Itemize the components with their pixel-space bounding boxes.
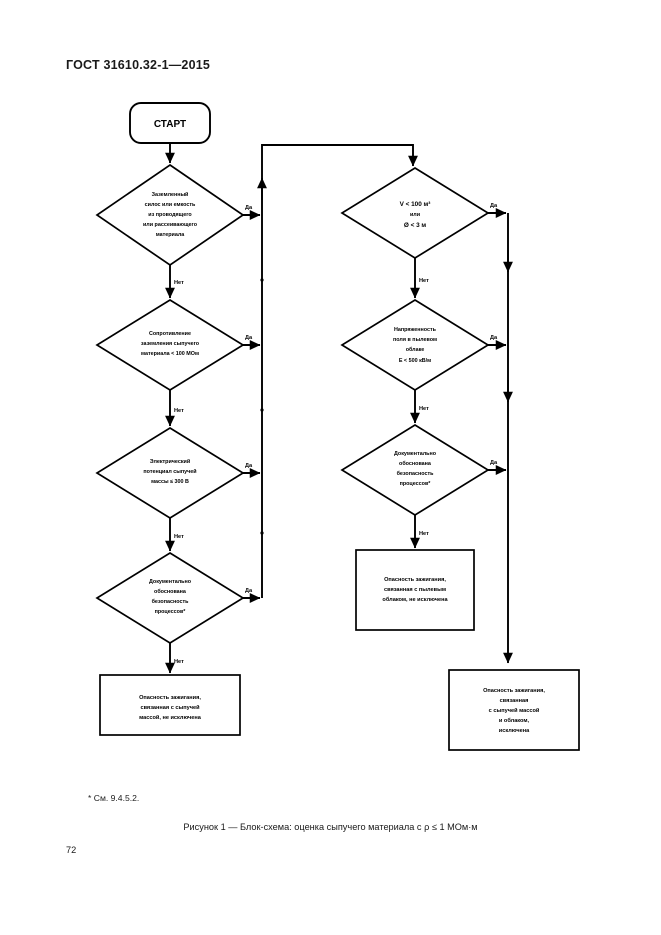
node-d1-line-1: силос или емкость <box>145 202 196 208</box>
node-d3-line-2: массы ≤ 300 В <box>151 479 189 485</box>
edge-label-d5-yes: Да <box>490 203 498 209</box>
node-t2-line-0: Опасность зажигания, <box>384 577 446 583</box>
node-d7-line-3: процессов* <box>400 481 432 487</box>
node-t3-line-0: Опасность зажигания, <box>483 688 545 694</box>
node-t1-terminal: Опасность зажигания, связанная с сыпучей… <box>99 674 241 736</box>
node-t2-line-1: связанная с пылевым <box>384 587 446 593</box>
edge-label-d4-no: Нет <box>174 659 184 665</box>
node-d2-line-0: Сопротивление <box>149 331 191 337</box>
node-d2-line-1: заземления сыпучего <box>141 341 200 347</box>
node-d7-line-1: обоснована <box>399 460 432 467</box>
node-d4-decision: Документально обоснована безопасность пр… <box>95 552 245 644</box>
node-d3-decision: Электрический потенциал сыпучей массы ≤ … <box>95 427 245 519</box>
edge-label-d1-no: Нет <box>174 280 184 286</box>
node-d7-line-0: Документально <box>394 451 437 457</box>
node-d1-line-4: материала <box>156 232 186 238</box>
node-t2-terminal: Опасность зажигания, связанная с пылевым… <box>355 549 475 631</box>
node-t3-line-2: с сыпучей массой <box>489 707 540 714</box>
edge-label-d7-no: Нет <box>419 531 429 537</box>
node-d6-line-0: Напряженность <box>394 327 437 333</box>
node-d6-line-1: поля в пылевом <box>393 337 437 343</box>
node-d4-line-1: обоснована <box>154 588 187 595</box>
edge-label-d1-yes: Да <box>245 205 253 211</box>
edge-label-d2-no: Нет <box>174 408 184 414</box>
node-t3-terminal: Опасность зажигания, связанная с сыпучей… <box>448 669 580 751</box>
node-d5-line-1: или <box>410 212 420 218</box>
node-t2-line-2: облаком, не исключена <box>382 596 448 603</box>
node-d1-line-2: из проводящего <box>148 212 192 218</box>
edge-label-d6-yes: Да <box>490 335 498 341</box>
edge-label-d4-yes: Да <box>245 588 253 594</box>
standard-header: ГОСТ 31610.32-1—2015 <box>66 58 211 72</box>
node-t3-line-4: исключена <box>499 728 530 734</box>
node-d1-decision: Заземленный силос или емкость из проводя… <box>95 163 245 267</box>
edge-left-yes-bus <box>261 144 418 598</box>
node-d7-decision: Документально обоснована безопасность пр… <box>340 424 490 516</box>
node-d7-line-2: безопасность <box>397 470 435 477</box>
node-d4-line-3: процессов* <box>155 609 187 615</box>
node-d5-line-0: V < 100 м³ <box>400 201 431 208</box>
node-d2-decision: Сопротивление заземления сыпучего матери… <box>95 299 245 391</box>
junction-dot-left-2 <box>260 408 264 412</box>
node-d2-line-2: материала < 100 МОм <box>141 351 199 357</box>
edge-label-d2-yes: Да <box>245 335 253 341</box>
edge-label-d5-no: Нет <box>419 278 429 284</box>
junction-dot-left-3 <box>260 531 264 535</box>
edge-label-d3-no: Нет <box>174 534 184 540</box>
node-d3-line-0: Электрический <box>150 458 190 465</box>
node-t3-line-1: связанная <box>500 698 529 704</box>
node-start-label: СТАРТ <box>154 119 186 130</box>
node-d6-decision: Напряженность поля в пылевом облаке E < … <box>340 299 490 391</box>
node-d6-line-3: E < 500 кВ/м <box>399 358 431 364</box>
node-d1-line-3: или рассеивающего <box>143 222 198 228</box>
node-t1-line-0: Опасность зажигания, <box>139 695 201 701</box>
page-number: 72 <box>66 845 77 855</box>
node-d1-line-0: Заземленный <box>152 191 189 198</box>
figure-footnote: * См. 9.4.5.2. <box>88 793 140 803</box>
figure-caption: Рисунок 1 — Блок-схема: оценка сыпучего … <box>183 822 478 832</box>
node-d5-decision: V < 100 м³ или Ø < 3 м <box>340 167 490 259</box>
junction-dot-left-1 <box>260 278 264 282</box>
node-t3-line-3: и облаком, <box>499 717 530 724</box>
node-d5-line-2: Ø < 3 м <box>404 222 427 229</box>
node-start: СТАРТ <box>129 102 211 144</box>
edge-label-d6-no: Нет <box>419 406 429 412</box>
node-d4-line-0: Документально <box>149 579 192 585</box>
node-d3-line-1: потенциал сыпучей <box>143 468 196 475</box>
node-d4-line-2: безопасность <box>152 598 190 605</box>
node-t1-line-2: массой, не исключена <box>139 714 202 721</box>
edge-label-d7-yes: Да <box>490 460 498 466</box>
edge-label-d3-yes: Да <box>245 463 253 469</box>
node-t1-line-1: связанная с сыпучей <box>140 704 200 711</box>
node-d6-line-2: облаке <box>406 346 425 353</box>
